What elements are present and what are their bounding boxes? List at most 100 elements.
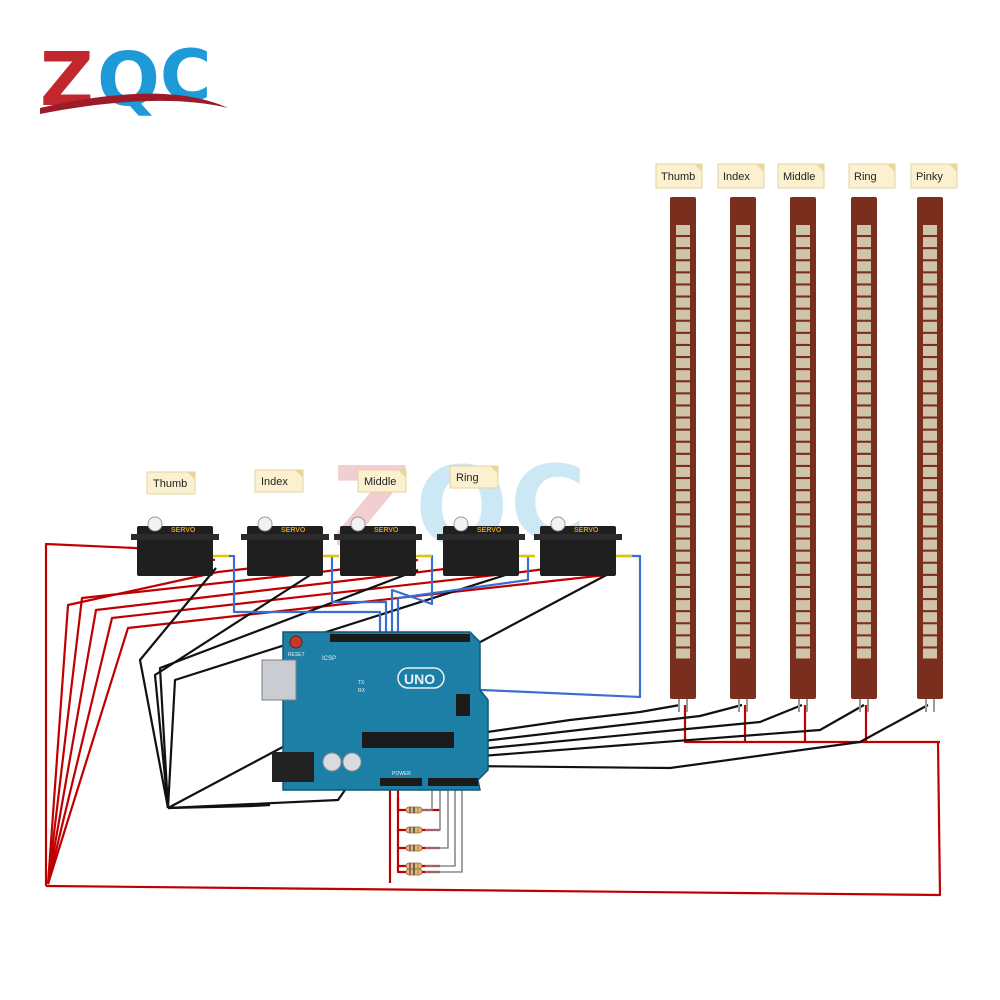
- flex-sensor-segment: [736, 491, 750, 502]
- flex-sensor-segment: [796, 563, 810, 574]
- note-paper: [357, 469, 407, 493]
- servo-horn: [350, 516, 366, 532]
- flex-sensor-segment: [796, 491, 810, 502]
- servo-label-text: Index: [261, 476, 288, 488]
- flex-sensor-segment: [796, 225, 810, 235]
- board-body: [282, 631, 489, 791]
- flex-sensor-segment: [676, 358, 690, 369]
- flex-sensor-segment: [736, 333, 750, 344]
- flex-sensor-segment: [923, 624, 937, 635]
- board-logo-badge: [397, 667, 445, 689]
- flex-sensor-segment: [796, 575, 810, 586]
- servo-mount: [534, 534, 622, 540]
- analog-wire: [425, 760, 456, 867]
- flex-sensor-segment: [736, 418, 750, 429]
- flex-sensor-segment: [923, 515, 937, 526]
- flex-sensor-segment: [857, 600, 871, 611]
- flex-sensor-segment: [923, 454, 937, 465]
- flex-sensor-segment: [796, 430, 810, 441]
- flex-sensor-segment: [796, 600, 810, 611]
- flex-sensor-segment: [857, 406, 871, 417]
- flex-sensor-segment: [857, 491, 871, 502]
- flex-sensor-segment: [796, 454, 810, 465]
- flex-sensor-segment: [676, 285, 690, 296]
- flex-sensor-segment: [676, 612, 690, 623]
- flex-sensor-segment: [857, 333, 871, 344]
- flex-sensor: [790, 197, 816, 712]
- sensor-signal-wire: [439, 703, 743, 748]
- servo-brand-label: SERVO: [374, 527, 399, 534]
- flex-sensor-segment: [796, 418, 810, 429]
- ground-wire: [153, 569, 319, 809]
- flex-sensor-segment: [676, 249, 690, 260]
- flex-sensor-segment: [923, 418, 937, 429]
- flex-sensor: [670, 197, 696, 712]
- flex-sensor: [917, 197, 943, 712]
- flex-sensor-segment: [676, 454, 690, 465]
- flex-sensor-segment: [736, 503, 750, 514]
- rx-label: RX: [358, 688, 366, 694]
- flex-sensor-segment: [676, 346, 690, 356]
- servo-motor: SERVO: [334, 516, 432, 576]
- flex-sensor-segment: [796, 636, 810, 647]
- sensor-label-note: Pinky: [910, 163, 958, 189]
- flex-sensor-segment: [923, 382, 937, 393]
- flex-sensor-segment: [796, 503, 810, 514]
- flex-sensor-segment: [736, 358, 750, 369]
- sensor-label-text: Ring: [854, 171, 877, 183]
- flex-sensor-segment: [857, 563, 871, 574]
- flex-sensor-segment: [796, 237, 810, 248]
- reset-button: [289, 635, 303, 649]
- flex-sensor-segment: [857, 249, 871, 260]
- servo-signal-wire: [228, 554, 382, 640]
- flex-sensor-segment: [676, 430, 690, 441]
- flex-sensor-segment: [923, 479, 937, 490]
- flex-sensor-segment: [796, 648, 810, 659]
- board-logo: UNO: [404, 671, 435, 687]
- logo-letter-c: C: [160, 35, 211, 117]
- flex-sensor-segment: [796, 406, 810, 417]
- flex-sensor-segment: [796, 273, 810, 284]
- flex-sensor-segment: [796, 297, 810, 308]
- flex-sensor-segment: [796, 321, 810, 332]
- note-fold: [887, 164, 895, 172]
- icsp-header: [456, 694, 470, 716]
- flex-sensor-segment: [923, 467, 937, 477]
- flex-sensor-segment: [857, 261, 871, 272]
- flex-sensor-segment: [676, 551, 690, 562]
- flex-sensor-segment: [796, 382, 810, 393]
- servo-label-note: Index: [254, 469, 304, 493]
- servo-motor: SERVO: [241, 516, 339, 576]
- flex-sensor-segment: [676, 491, 690, 502]
- servo-horn: [147, 516, 163, 532]
- flex-sensor-segment: [736, 442, 750, 453]
- note-fold: [398, 470, 406, 478]
- flex-sensor-segment: [796, 285, 810, 296]
- flex-sensor-segment: [676, 515, 690, 526]
- resistor-group: [405, 806, 423, 876]
- flex-sensor-segment: [796, 624, 810, 635]
- note-fold: [295, 470, 303, 478]
- servo-label-text: Ring: [456, 472, 479, 484]
- servo-mount: [131, 534, 219, 540]
- sensor-label-note: Index: [717, 163, 765, 189]
- power-wire: [46, 558, 323, 885]
- sensor-label-text: Pinky: [916, 171, 943, 183]
- flex-sensor-segment: [796, 527, 810, 538]
- flex-sensor-segment: [736, 321, 750, 332]
- note-paper: [254, 469, 304, 493]
- flex-sensor-segment: [923, 261, 937, 272]
- flex-sensor-segment: [736, 406, 750, 417]
- resistor: [405, 826, 423, 834]
- flex-sensor-segment: [676, 321, 690, 332]
- flex-sensor-segment: [923, 491, 937, 502]
- ground-wire: [167, 803, 271, 810]
- flex-sensor-segment: [923, 285, 937, 296]
- flex-sensor-segment: [796, 358, 810, 369]
- flex-sensor-segment: [676, 648, 690, 659]
- sensor-label-text: Index: [723, 171, 750, 183]
- sensor-label-note: Middle: [777, 163, 825, 189]
- flex-sensor-segment: [676, 370, 690, 381]
- note-fold: [694, 164, 702, 172]
- analog-header: [428, 778, 478, 786]
